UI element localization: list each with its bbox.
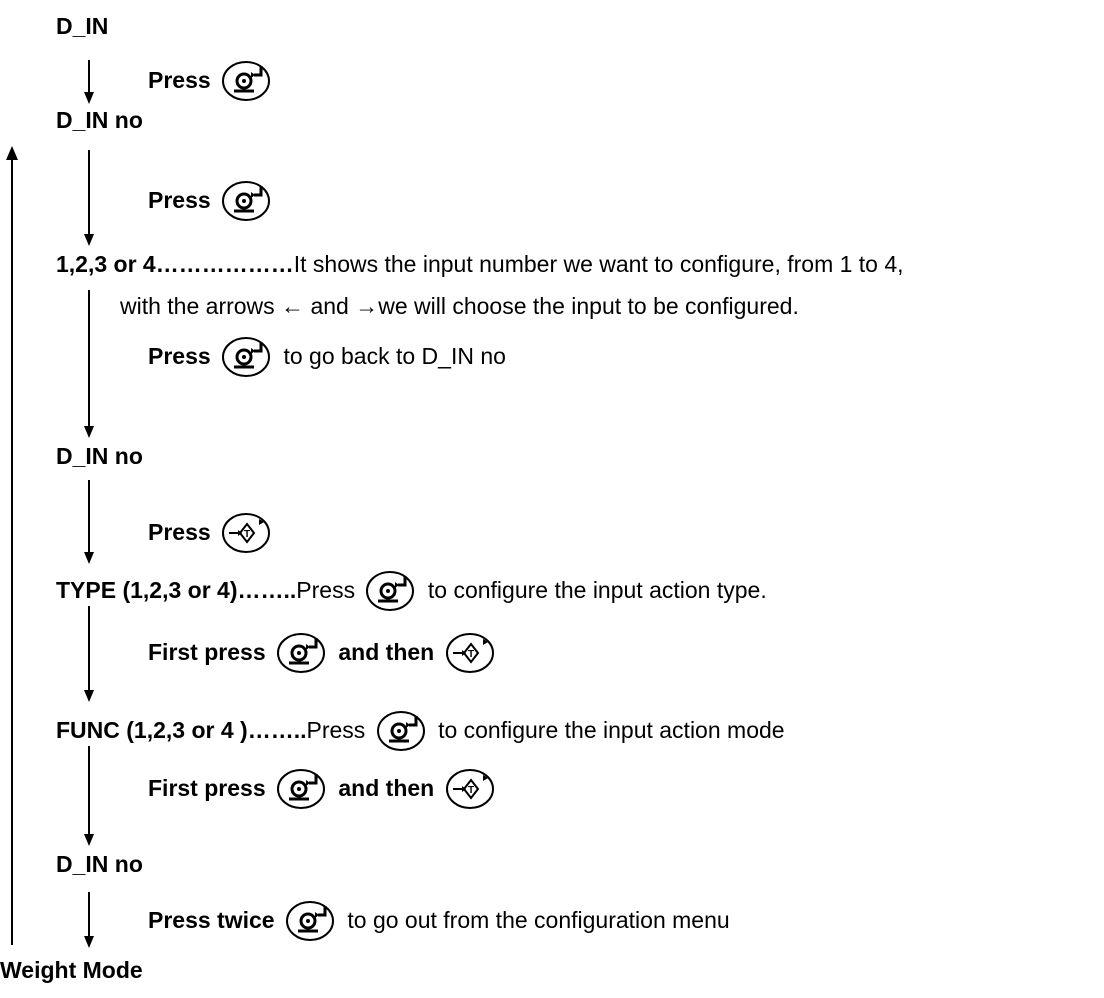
press-line-3: Press to go back to D_IN no <box>148 334 506 378</box>
selection-description: It shows the input number we want to con… <box>293 251 904 277</box>
step-d-in-no-2: D_IN no <box>56 443 143 469</box>
first-press-line-2: First press and then T <box>148 766 501 810</box>
and-then-label: and then <box>338 639 435 665</box>
down-arrow-7 <box>84 892 94 948</box>
press-line-1: Press <box>148 58 277 102</box>
and-then-label: and then <box>338 775 435 801</box>
step-d-in-no-1: D_IN no <box>56 107 143 133</box>
func-label: FUNC (1,2,3 or 4 )…….. <box>56 717 307 743</box>
press-label: Press <box>148 343 211 369</box>
func-press-text: Press <box>306 717 366 743</box>
enter-key-icon <box>285 898 337 942</box>
press-line-4: Press T <box>148 510 277 554</box>
press-label: Press <box>148 519 211 545</box>
press-line-2: Press <box>148 178 277 222</box>
press-twice-after-text: to go out from the configuration menu <box>347 907 730 933</box>
svg-text:T: T <box>468 785 474 796</box>
enter-key-icon <box>376 708 428 752</box>
down-arrow-3 <box>84 290 94 438</box>
tare-key-icon: T <box>221 510 273 554</box>
press-after-text: to go back to D_IN no <box>283 343 506 369</box>
enter-key-icon <box>276 630 328 674</box>
selection-line: 1,2,3 or 4………………It shows the input numbe… <box>56 250 904 278</box>
down-arrow-6 <box>84 746 94 846</box>
step-d-in-no-3: D_IN no <box>56 851 143 877</box>
tare-key-icon: T <box>445 630 497 674</box>
down-arrow-5 <box>84 606 94 702</box>
press-twice-label: Press twice <box>148 907 275 933</box>
press-twice-line: Press twice to go out from the configura… <box>148 898 730 942</box>
enter-key-icon <box>276 766 328 810</box>
selection-description-2: with the arrows ← and →we will choose th… <box>120 293 799 319</box>
selection-label: 1,2,3 or 4……………… <box>56 251 294 277</box>
down-arrow-1 <box>84 60 94 104</box>
return-arrow-head <box>6 146 18 160</box>
first-press-label: First press <box>148 775 266 801</box>
weight-mode: Weight Mode <box>0 957 143 983</box>
type-press-text: Press <box>296 577 356 603</box>
down-arrow-2 <box>84 150 94 246</box>
enter-key-icon <box>221 178 273 222</box>
svg-text:T: T <box>244 529 250 540</box>
enter-key-icon <box>221 58 273 102</box>
enter-key-icon <box>221 334 273 378</box>
enter-key-icon <box>365 568 417 612</box>
type-after-text: to configure the input action type. <box>427 577 767 603</box>
down-arrow-4 <box>84 480 94 564</box>
press-label: Press <box>148 67 211 93</box>
svg-text:T: T <box>468 649 474 660</box>
press-label: Press <box>148 187 211 213</box>
type-line: TYPE (1,2,3 or 4)……..Press to configure … <box>56 568 767 612</box>
step-d-in: D_IN <box>56 13 109 39</box>
first-press-line-1: First press and then T <box>148 630 501 674</box>
func-after-text: to configure the input action mode <box>438 717 785 743</box>
func-line: FUNC (1,2,3 or 4 )……..Press to configure… <box>56 708 785 752</box>
type-label: TYPE (1,2,3 or 4)…….. <box>56 577 297 603</box>
tare-key-icon: T <box>445 766 497 810</box>
first-press-label: First press <box>148 639 266 665</box>
